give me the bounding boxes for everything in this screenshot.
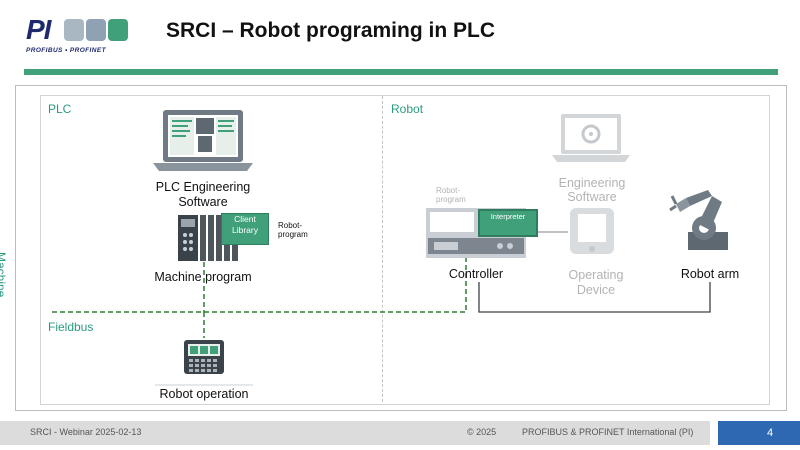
fieldbus-line [52, 231, 478, 338]
robot-program-controller-label: Robot- program [436, 186, 466, 204]
robot-section-label: Robot [391, 102, 424, 116]
robot-operation-label: Robot operation [159, 387, 249, 401]
hmi-panel-icon [184, 340, 224, 374]
operating-device-label: Operating Device [568, 268, 624, 297]
footer-webinar-text: SRCI - Webinar 2025-02-13 [30, 427, 142, 437]
plc-section-label: PLC [48, 102, 72, 116]
plc-robot-divider [382, 96, 383, 402]
logo-square-grey1-icon [64, 19, 84, 41]
plc-hardware-icon [178, 215, 238, 261]
engineering-software-label: Engineering Software [558, 176, 626, 204]
slide-title: SRCI – Robot programing in PLC [166, 19, 495, 42]
page-number: 4 [767, 427, 774, 439]
interpreter-box: Interpreter [478, 209, 538, 237]
interpreter-label: Interpreter [490, 212, 526, 221]
robot-arm-icon [669, 190, 728, 250]
robot-bus-line [478, 282, 711, 313]
footer-bar [0, 421, 710, 445]
machine-program-label: Machine program [154, 270, 252, 284]
logo-text: PI [26, 14, 51, 45]
logo-square-green-icon [108, 19, 128, 41]
footer-copyright: © 2025 [467, 427, 497, 437]
teach-pendant-icon [570, 208, 614, 254]
logo-subtext: PROFIBUS • PROFINET [26, 47, 106, 54]
diagram-inner-frame [40, 95, 770, 405]
pi-logo: PI PROFIBUS • PROFINET [26, 14, 128, 58]
fieldbus-label: Fieldbus [48, 320, 94, 334]
footer-organization: PROFIBUS & PROFINET International (PI) [522, 427, 694, 437]
plc-engineering-software-label: PLC Engineering Software [155, 180, 251, 209]
robot-arm-label: Robot arm [680, 267, 740, 281]
laptop-icon [153, 110, 253, 171]
engineering-laptop-icon [552, 114, 630, 162]
controller-label: Controller [448, 267, 504, 281]
client-library-box: Client Library [221, 213, 269, 245]
robot-program-plc-label: Robot- program [278, 221, 308, 239]
page-number-box [718, 421, 800, 445]
title-underline-bar [24, 69, 778, 75]
diagram-outer-frame [15, 85, 787, 411]
client-library-label: Client Library [232, 214, 258, 235]
logo-square-grey2-icon [86, 19, 106, 41]
